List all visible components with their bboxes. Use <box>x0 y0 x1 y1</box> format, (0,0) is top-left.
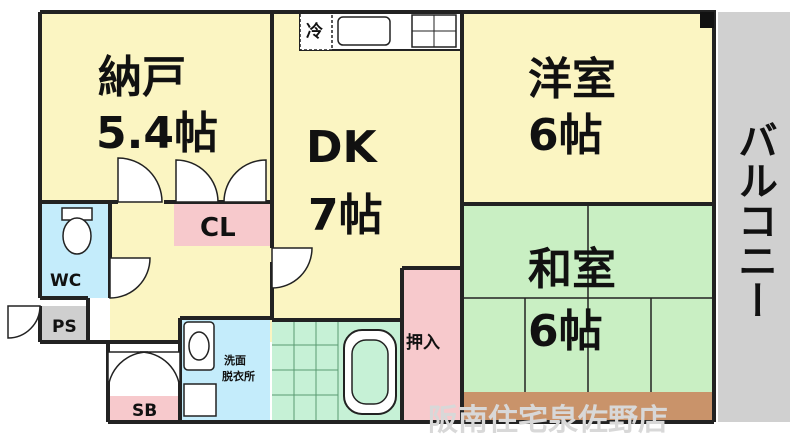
bath-tiles <box>272 320 339 420</box>
fridge-label: 冷 <box>306 21 323 42</box>
japanese-size: 6帖 <box>528 306 603 357</box>
sb-box <box>108 396 182 420</box>
closet-label: CL <box>200 213 236 243</box>
oshiire-label: 押入 <box>406 332 440 353</box>
toilet-icon <box>61 207 93 255</box>
balcony <box>718 12 790 422</box>
bathtub-inner <box>351 339 389 405</box>
dk-size: 7帖 <box>308 190 383 241</box>
sink-icon <box>337 16 391 46</box>
watermark: 阪南住宅泉佐野店 <box>428 403 668 438</box>
washing-machine-pan <box>183 383 217 417</box>
walls <box>38 10 716 424</box>
storage-name: 納戸 <box>98 52 186 103</box>
western-name: 洋室 <box>528 54 616 105</box>
door-swings <box>7 157 313 393</box>
washroom-label-2: 脱衣所 <box>222 369 255 383</box>
sb-label: SB <box>132 401 157 421</box>
washbasin-icon <box>183 321 215 371</box>
closet <box>174 202 270 246</box>
ps-box <box>40 306 88 342</box>
balcony-label: バルコニー <box>731 120 777 320</box>
stove-grid <box>412 15 456 47</box>
wood-floor-strip <box>462 392 714 422</box>
corner-column <box>700 12 714 28</box>
western-room <box>462 12 714 204</box>
storage-room <box>40 12 272 202</box>
wc-label: WC <box>50 271 81 291</box>
dk-name: DK <box>306 122 379 173</box>
washroom-label-1: 洗面 <box>224 353 246 367</box>
ps-label: PS <box>52 317 77 337</box>
japanese-name: 和室 <box>528 244 616 295</box>
fridge-box <box>299 11 333 51</box>
storage-size: 5.4帖 <box>96 108 218 159</box>
oshiire <box>402 268 462 420</box>
tatami-lines <box>462 204 714 392</box>
western-size: 6帖 <box>528 110 603 161</box>
